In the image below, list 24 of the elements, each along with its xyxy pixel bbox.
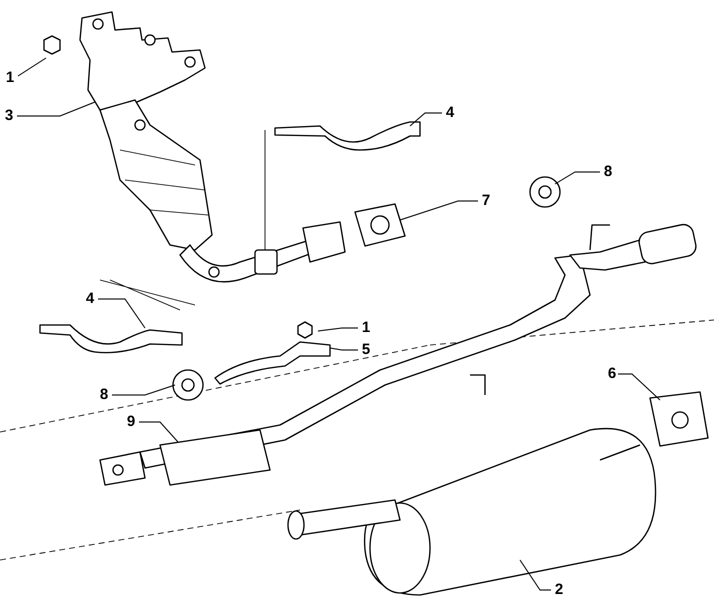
leader-line: [400, 200, 478, 220]
callout-number: 8: [98, 387, 110, 403]
callout-number: 1: [360, 320, 372, 336]
leader-line: [618, 374, 660, 400]
callout-number: 2: [553, 582, 565, 598]
callout-number: 4: [84, 291, 96, 307]
callout-number: 5: [360, 342, 372, 358]
leader-line: [520, 560, 552, 590]
callout-number: 7: [480, 193, 492, 209]
callout-number: 3: [3, 108, 15, 124]
leader-line: [330, 348, 358, 350]
leader-line: [554, 172, 600, 184]
leader-line: [138, 422, 178, 442]
leader-line: [112, 384, 176, 396]
callout-number: 1: [4, 70, 16, 86]
leader-line: [18, 58, 46, 76]
leader-line: [16, 102, 96, 116]
leader-line: [318, 328, 358, 332]
callout-number: 9: [125, 414, 137, 430]
callout-number: 4: [444, 105, 456, 121]
leader-line: [98, 298, 146, 328]
leader-line: [410, 112, 442, 126]
callout-number: 6: [606, 366, 618, 382]
callout-number: 8: [602, 164, 614, 180]
